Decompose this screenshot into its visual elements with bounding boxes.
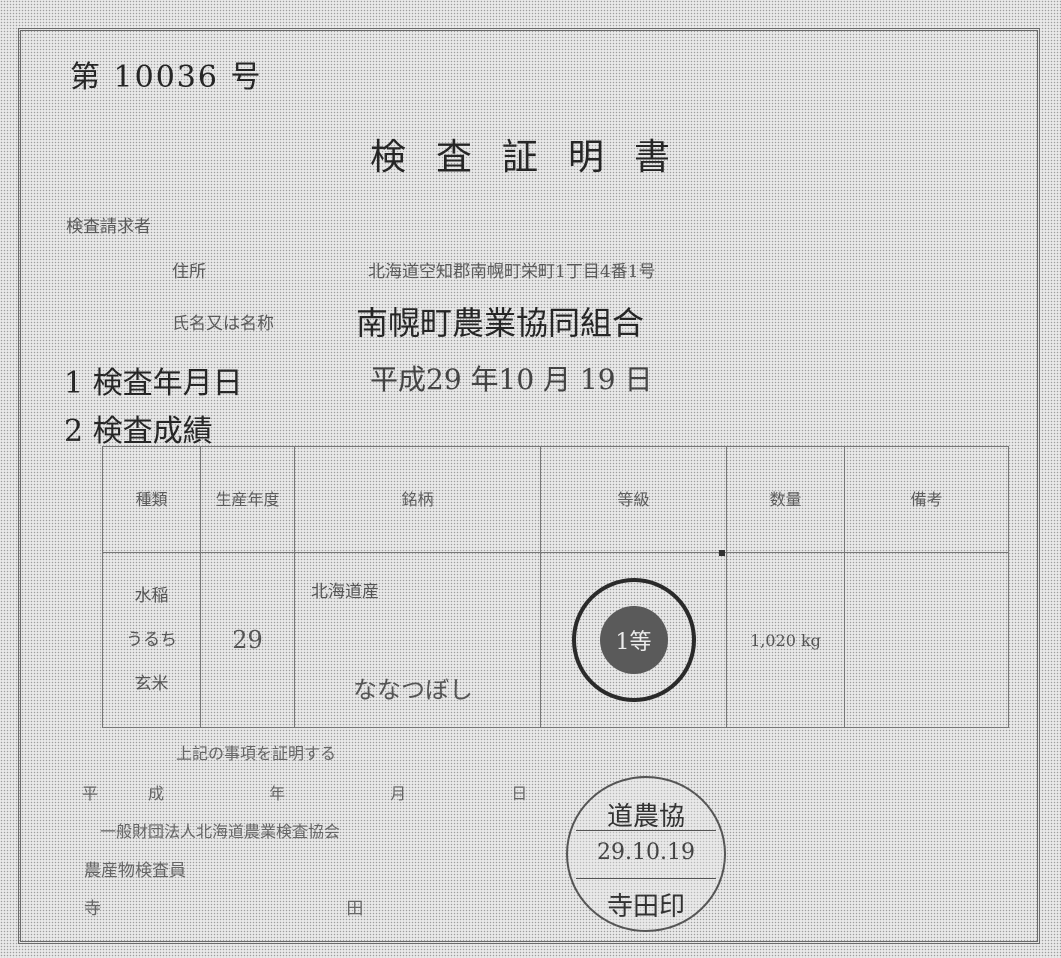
inspector-label: 農産物検査員 [84, 861, 186, 881]
name-value: 南幌町農業協同組合 [356, 304, 645, 342]
cell-quantity: 1,020 kg [726, 552, 845, 728]
header-quantity: 数量 [726, 446, 845, 553]
results-label: 2 検査成績 [64, 414, 213, 449]
cell-brand: 北海道産 ななつぼし [294, 552, 541, 728]
header-grade: 等級 [540, 446, 727, 553]
applicant-section-label: 検査請求者 [66, 217, 151, 237]
certificate-serial: 第 10036 号 [70, 60, 263, 95]
grade-value: 1等 [599, 606, 668, 674]
address-value: 北海道空知郡南幌町栄町1丁目4番1号 [368, 262, 656, 282]
grade-stamp-circle: 1等 [571, 578, 696, 702]
cell-remarks [844, 552, 1009, 728]
stamp-name: 寺田印 [606, 892, 685, 922]
header-brand: 銘柄 [294, 446, 541, 553]
address-label: 住所 [172, 262, 206, 282]
item-line: 玄米 [134, 674, 169, 694]
quantity-value: 1,020 kg [750, 630, 821, 650]
table-row: 水稲 うるち 玄米 29 北海道産 ななつぼし 1等 1,020 kg [102, 552, 1009, 728]
brand-name: ななつぼし [353, 676, 473, 704]
cell-grade: 1等 [540, 552, 727, 728]
inspection-date-label: 1 検査年月日 [64, 366, 243, 401]
certificate-title: 検査証明書 [370, 137, 701, 178]
stamp-date: 29.10.19 [597, 840, 695, 865]
stamp-divider [576, 878, 716, 879]
inspector-seal-stamp: 道農協 29.10.19 寺田印 [566, 776, 726, 932]
institution-name: 一般財団法人北海道農業検査協会 [100, 822, 341, 841]
header-year: 生産年度 [200, 446, 295, 553]
stamp-org: 道農協 [606, 802, 685, 832]
header-item: 種類 [102, 446, 201, 553]
results-header-row: 種類 生産年度 銘柄 等級 数量 備考 [102, 446, 1009, 553]
name-label: 氏名又は名称 [172, 314, 274, 334]
stamp-divider [576, 830, 716, 831]
header-remarks: 備考 [844, 446, 1009, 553]
results-table: 種類 生産年度 銘柄 等級 数量 備考 水稲 うるち 玄米 29 北海道産 なな… [102, 446, 1009, 728]
year-value: 29 [232, 626, 263, 654]
tick-mark [719, 550, 725, 556]
issue-date: 平成 年 月 日 [82, 784, 578, 803]
cell-year: 29 [200, 552, 295, 728]
inspection-date-value: 平成29 年10 月 19 日 [370, 363, 653, 396]
item-line: 水稲 [134, 586, 169, 606]
certify-text: 上記の事項を証明する [176, 744, 337, 763]
item-line: うるち [126, 630, 177, 650]
certificate-frame [18, 28, 1040, 944]
brand-origin: 北海道産 [311, 582, 379, 602]
cell-item: 水稲 うるち 玄米 [102, 552, 201, 728]
inspector-name: 寺 田 [84, 899, 484, 919]
